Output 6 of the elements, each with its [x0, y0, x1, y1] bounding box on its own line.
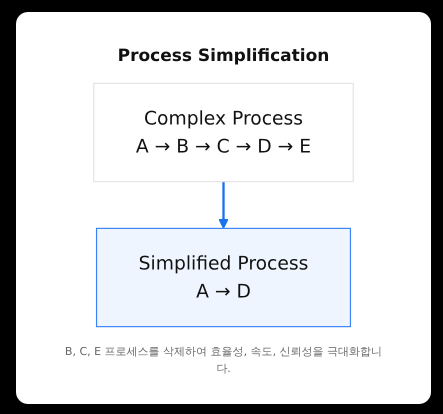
diagram-title: Process Simplification — [116, 46, 330, 66]
caption: B, C, E 프로세스를 삭제하여 효율성, 속도, 신뢰성을 극대화합니다. — [64, 344, 383, 376]
flow-diagram: Complex Process A → B → C → D → E Simplified Process A → D — [34, 74, 413, 336]
node-box — [93, 82, 354, 182]
node-box — [96, 228, 352, 328]
arrow — [218, 182, 229, 229]
